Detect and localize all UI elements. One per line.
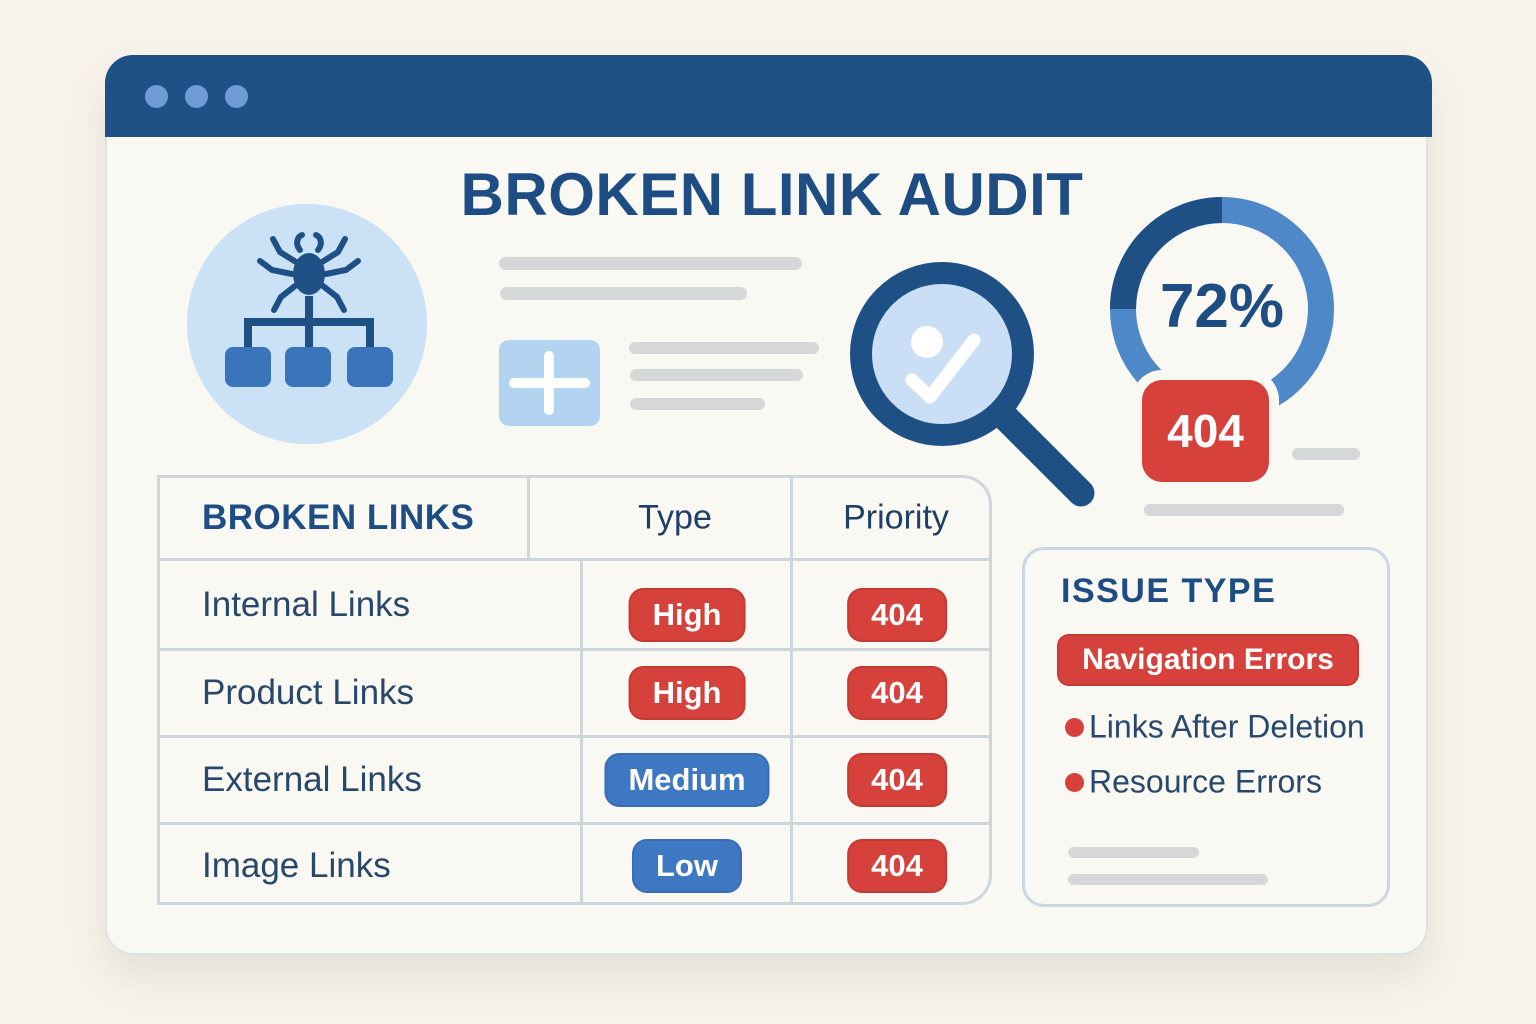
table-divider bbox=[527, 478, 530, 558]
placeholder-line bbox=[1292, 448, 1360, 460]
type-badge: Low bbox=[632, 839, 742, 893]
type-badge: Medium bbox=[604, 753, 770, 807]
bullet-dot-icon bbox=[1065, 718, 1084, 737]
table-divider bbox=[580, 558, 583, 902]
placeholder-line bbox=[500, 287, 747, 300]
error-404-badge: 404 bbox=[1142, 380, 1269, 482]
table-divider bbox=[160, 648, 989, 651]
placeholder-line bbox=[630, 398, 765, 410]
placeholder-line bbox=[1068, 874, 1268, 885]
issue-item: Links After Deletion bbox=[1089, 708, 1365, 745]
browser-window: BROKEN LINK AUDIT bbox=[105, 55, 1432, 955]
table-divider bbox=[160, 822, 989, 825]
progress-donut: 72% bbox=[1110, 197, 1334, 421]
type-badge: High bbox=[628, 666, 746, 720]
row-label-internal-links: Internal Links bbox=[202, 585, 411, 624]
table-header-priority: Priority bbox=[843, 498, 949, 537]
priority-badge: 404 bbox=[847, 666, 947, 720]
bullet-dot-icon bbox=[1065, 773, 1084, 792]
plus-icon bbox=[544, 351, 554, 415]
window-control-dot[interactable] bbox=[145, 84, 168, 108]
priority-badge: 404 bbox=[847, 839, 947, 893]
navigation-errors-badge[interactable]: Navigation Errors bbox=[1057, 634, 1359, 686]
table-header-type: Type bbox=[638, 498, 712, 537]
issue-type-panel: ISSUE TYPE Navigation Errors Links After… bbox=[1022, 547, 1390, 907]
broken-links-table: BROKEN LINKS Type Priority Internal Link… bbox=[157, 475, 992, 905]
row-label-external-links: External Links bbox=[202, 760, 422, 799]
placeholder-line bbox=[1144, 504, 1344, 516]
browser-titlebar bbox=[105, 55, 1432, 137]
window-control-dot[interactable] bbox=[185, 84, 208, 108]
priority-badge: 404 bbox=[847, 588, 947, 642]
placeholder-line bbox=[1068, 847, 1199, 858]
placeholder-line bbox=[629, 342, 819, 354]
page-title: BROKEN LINK AUDIT bbox=[460, 161, 1084, 228]
row-label-image-links: Image Links bbox=[202, 846, 391, 885]
issue-panel-title: ISSUE TYPE bbox=[1061, 572, 1277, 610]
row-label-product-links: Product Links bbox=[202, 673, 415, 712]
placeholder-line bbox=[499, 257, 802, 270]
progress-percent: 72% bbox=[1159, 271, 1285, 341]
window-control-dot[interactable] bbox=[225, 84, 248, 108]
bug-sitemap-icon bbox=[187, 204, 427, 444]
table-divider bbox=[790, 478, 793, 902]
issue-item: Resource Errors bbox=[1089, 763, 1322, 800]
type-badge: High bbox=[628, 588, 746, 642]
magnifier-check-icon bbox=[850, 262, 1100, 512]
table-divider bbox=[160, 735, 989, 738]
add-button[interactable] bbox=[499, 340, 600, 426]
table-header-broken-links: BROKEN LINKS bbox=[202, 498, 475, 537]
table-divider bbox=[160, 558, 989, 561]
priority-badge: 404 bbox=[847, 753, 947, 807]
placeholder-line bbox=[630, 369, 803, 381]
